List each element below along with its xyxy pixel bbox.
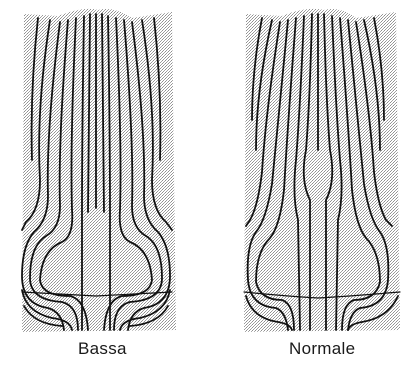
- panel-normale: [244, 9, 400, 332]
- panel-label-bassa: Bassa: [78, 339, 127, 359]
- panel-bassa: [22, 9, 176, 332]
- panel-normale-background: [244, 9, 400, 332]
- panel-label-normale: Normale: [289, 339, 355, 359]
